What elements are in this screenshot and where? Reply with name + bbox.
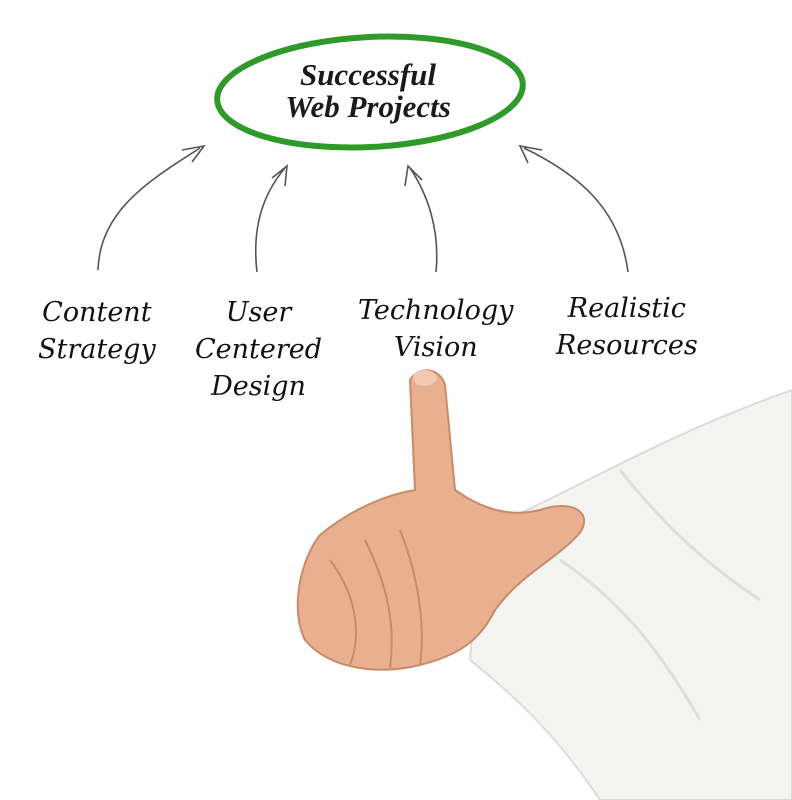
label-line: Centered — [195, 334, 323, 365]
label-user-centered-design: User Centered Design — [195, 294, 322, 405]
label-line: Resources — [556, 330, 698, 361]
label-content-strategy: Content Strategy — [38, 294, 156, 368]
hand-illustration — [296, 369, 792, 800]
label-line: Strategy — [38, 334, 156, 365]
hand — [296, 369, 585, 671]
label-line: Technology — [358, 295, 514, 326]
arrow-technology-vision — [404, 164, 438, 273]
label-line: Vision — [393, 332, 478, 363]
arrow-content-strategy — [97, 144, 206, 271]
title-line-1: Successful — [299, 57, 437, 92]
label-line: User — [225, 297, 292, 328]
label-line: Design — [211, 371, 306, 402]
arrow-user-centered-design — [254, 164, 288, 273]
arrow-realistic-resources — [518, 144, 629, 273]
shirt-sleeve — [468, 388, 792, 800]
label-realistic-resources: Realistic Resources — [556, 290, 698, 364]
label-line: Realistic — [567, 293, 686, 324]
label-line: Content — [42, 297, 152, 328]
title-ellipse — [214, 33, 526, 151]
diagram-title: Successful Web Projects — [218, 59, 518, 123]
title-line-2: Web Projects — [285, 89, 451, 124]
label-technology-vision: Technology Vision — [358, 292, 513, 366]
